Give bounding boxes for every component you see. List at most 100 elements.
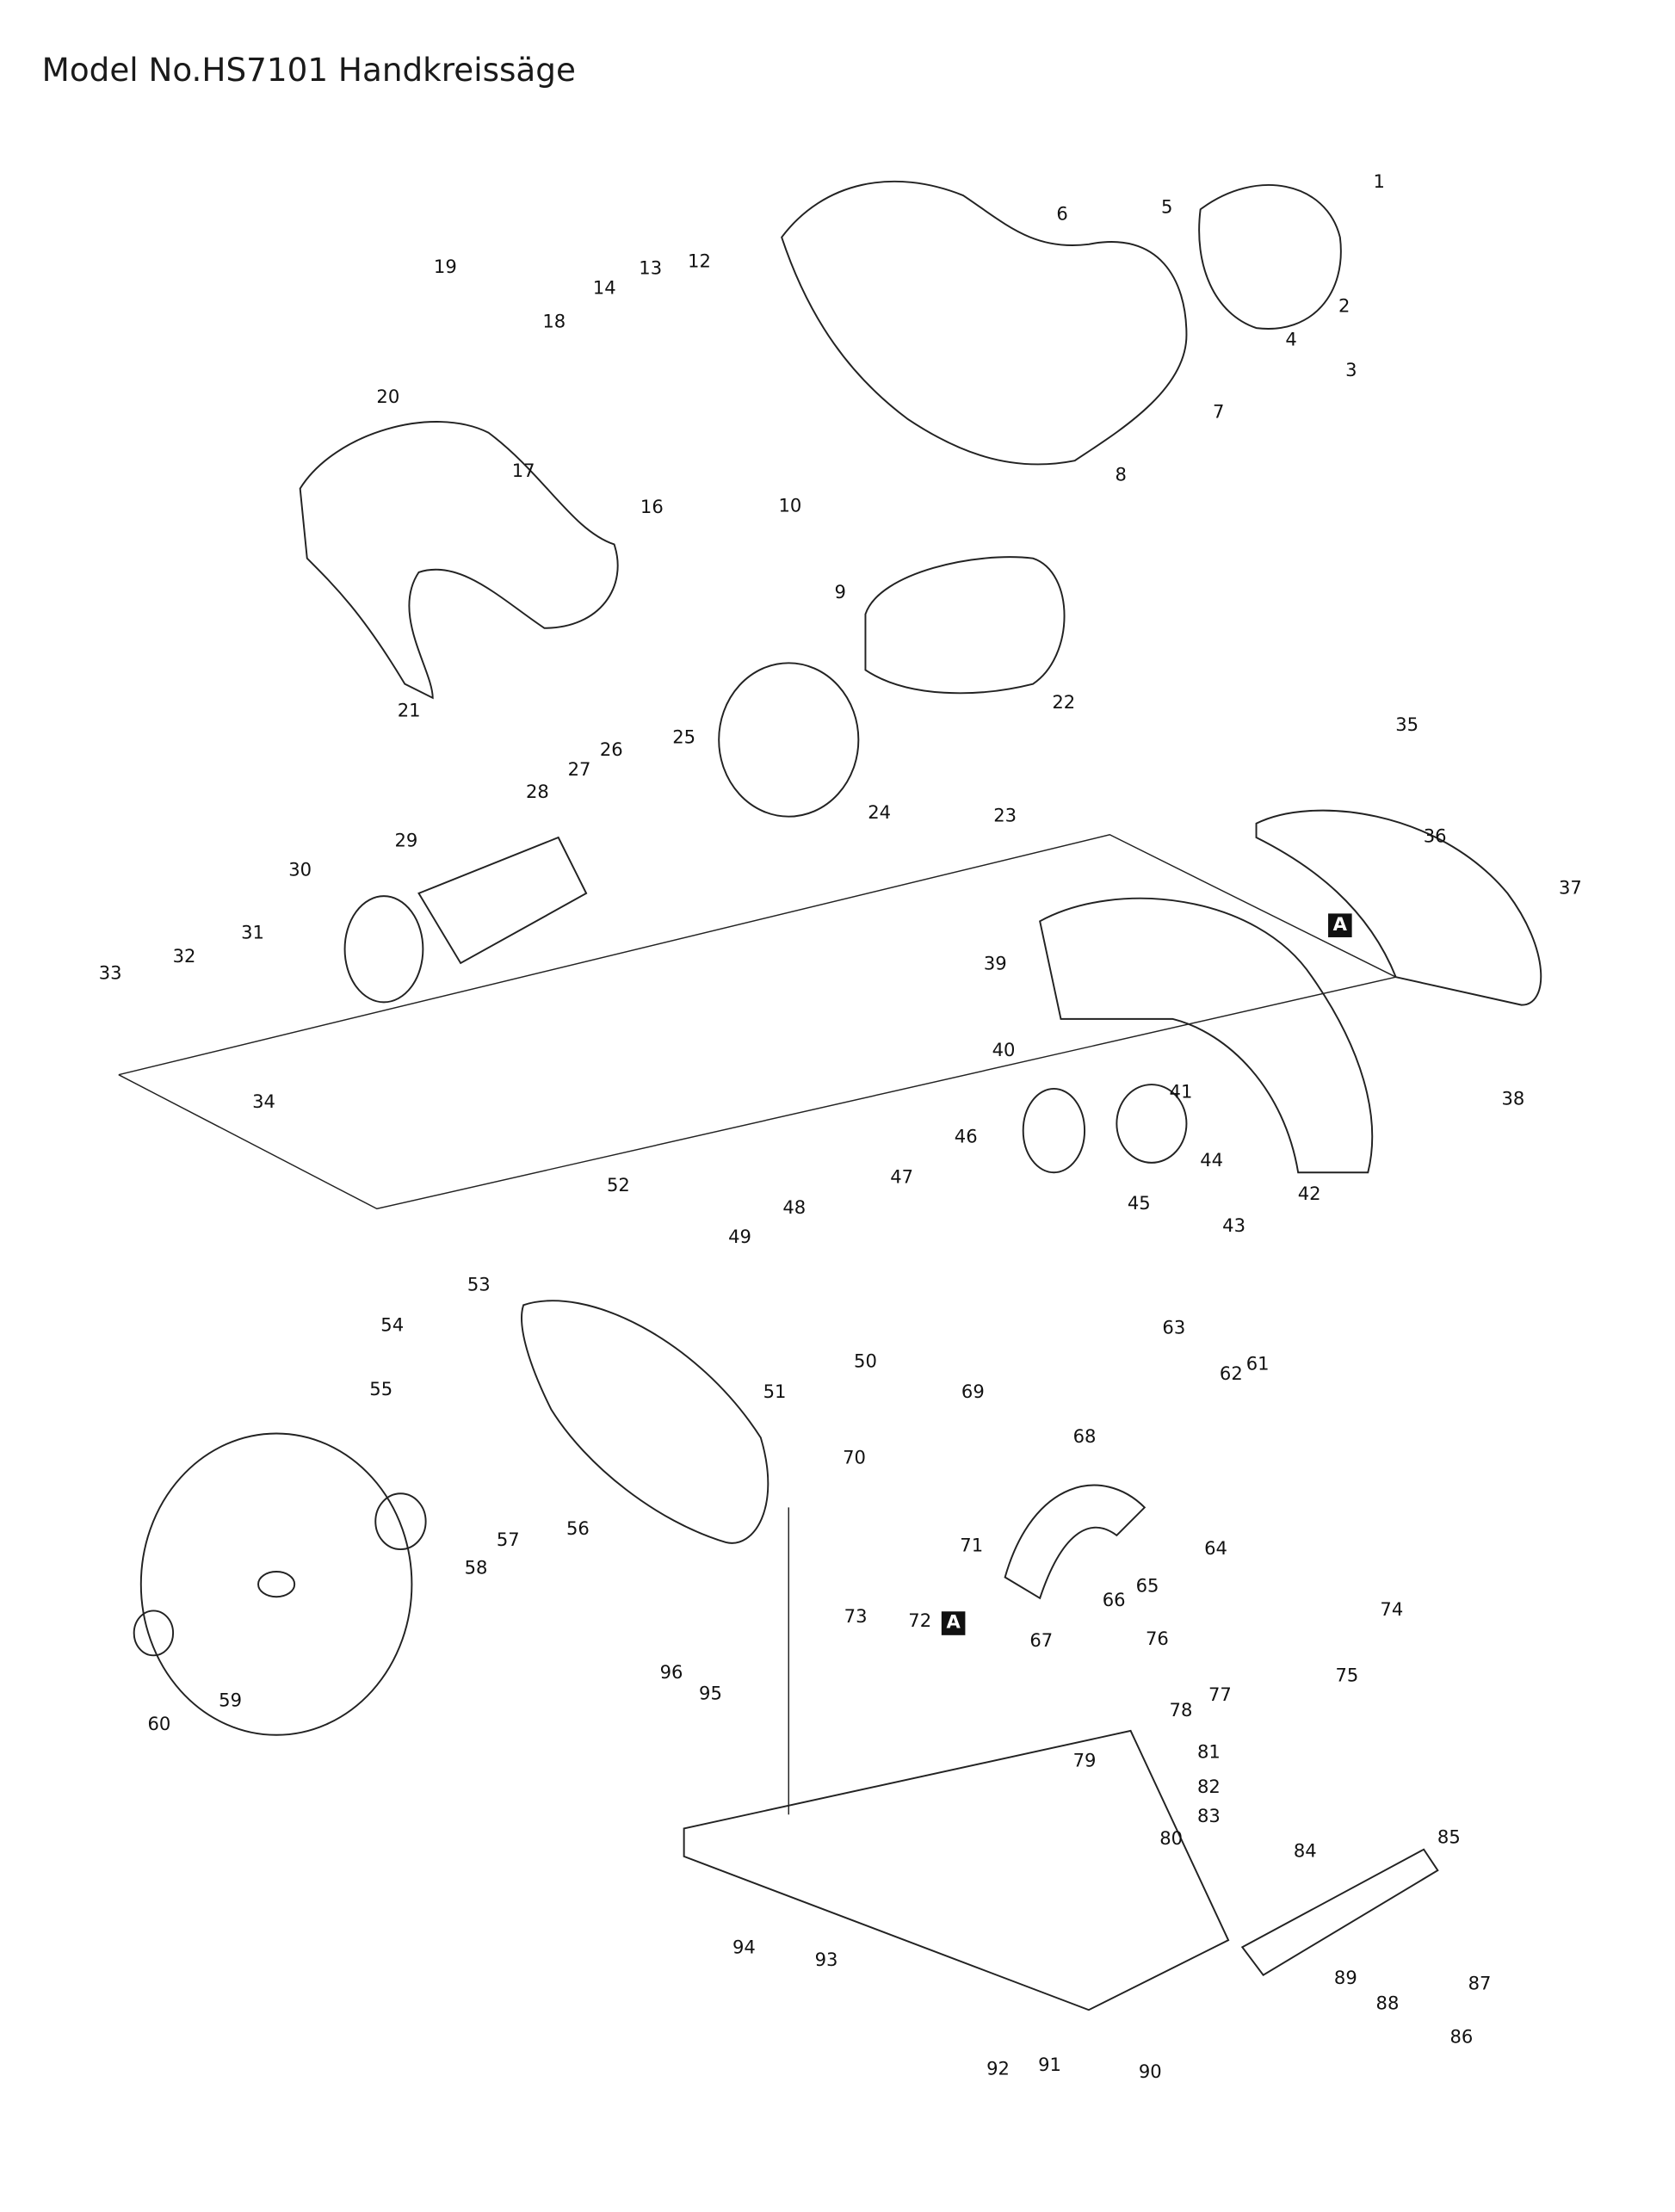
part-number-label: 43 [1222, 1216, 1245, 1238]
part-number-label: 28 [525, 782, 549, 804]
handle [299, 421, 619, 700]
part-number-label: 1 [1373, 172, 1385, 194]
part-number-label: 42 [1297, 1184, 1321, 1206]
part-number-label: 88 [1375, 1993, 1400, 2015]
part-number-label: 30 [288, 860, 312, 882]
part-number-label: 62 [1219, 1364, 1243, 1386]
part-number-label: 79 [1072, 1751, 1097, 1772]
part-number-label: 33 [98, 963, 122, 986]
part-number-label: 35 [1395, 715, 1419, 737]
part-number-label: 3 [1345, 361, 1357, 382]
part-number-label: 16 [640, 497, 664, 519]
part-number-label: 2 [1338, 296, 1351, 318]
base-plate [683, 1729, 1230, 2011]
part-number-label: 7 [1213, 402, 1225, 424]
part-number-label: 60 [147, 1715, 171, 1736]
part-number-label: 69 [961, 1382, 985, 1404]
reference-mark-a: A [1328, 913, 1352, 937]
part-number-label: 34 [252, 1091, 275, 1114]
part-number-label: 85 [1437, 1827, 1461, 1849]
part-number-label: 87 [1468, 1974, 1492, 1996]
reference-mark-a: A [941, 1611, 966, 1635]
part-number-label: 81 [1196, 1742, 1221, 1764]
part-number-label: 89 [1333, 1968, 1357, 1990]
part-number-label: 27 [567, 760, 591, 782]
part-number-label: 93 [814, 1950, 838, 1972]
depth-guide [1004, 1484, 1147, 1600]
part-number-label: 70 [843, 1448, 866, 1469]
part-number-label: 19 [433, 257, 457, 279]
part-number-label: 71 [960, 1535, 984, 1558]
part-number-label: 63 [1162, 1318, 1186, 1340]
part-number-label: 40 [992, 1040, 1016, 1062]
part-number-label: 4 [1285, 330, 1297, 351]
part-number-label: 48 [782, 1198, 807, 1220]
part-number-label: 73 [844, 1607, 868, 1628]
assembly-frame-motor-lower [118, 976, 1396, 1210]
part-number-label: 46 [954, 1127, 978, 1148]
part-number-label: 10 [778, 496, 802, 517]
field-coil [864, 556, 1066, 695]
part-number-label: 50 [854, 1351, 877, 1373]
part-number-label: 44 [1200, 1151, 1224, 1172]
part-number-label: 90 [1138, 2062, 1162, 2084]
part-number-label: 59 [219, 1690, 242, 1713]
rip-fence [1240, 1848, 1439, 1976]
part-number-label: 67 [1029, 1630, 1054, 1653]
part-number-label: 13 [639, 258, 663, 281]
part-number-label: 9 [834, 583, 846, 604]
safety-cover [1255, 809, 1542, 1006]
part-number-label: 83 [1196, 1807, 1221, 1828]
part-number-label: 82 [1196, 1777, 1221, 1799]
part-number-label: 75 [1335, 1665, 1359, 1687]
part-number-label: 53 [467, 1275, 491, 1296]
part-number-label: 94 [732, 1937, 756, 1960]
part-number-label: 49 [728, 1227, 751, 1249]
part-number-label: 52 [606, 1176, 630, 1197]
part-number-label: 54 [380, 1315, 405, 1337]
part-number-label: 65 [1135, 1576, 1159, 1598]
assembly-frame-motor [118, 834, 1397, 1076]
part-number-label: 31 [241, 923, 264, 945]
part-number-label: 26 [599, 740, 623, 762]
part-number-label: 95 [699, 1684, 722, 1705]
part-number-label: 80 [1159, 1829, 1184, 1851]
part-number-label: 17 [511, 460, 535, 483]
part-number-label: 12 [688, 251, 711, 274]
outer-flange [133, 1610, 175, 1657]
part-number-label: 64 [1204, 1538, 1227, 1560]
part-number-label: 36 [1423, 826, 1447, 849]
inner-flange [374, 1492, 427, 1551]
gear-housing-ring [1116, 1084, 1188, 1164]
part-number-label: 72 [908, 1611, 932, 1633]
fan-baffle [718, 662, 860, 818]
page-title: Model No.HS7101 Handkreissäge [41, 53, 576, 90]
gear [1022, 1087, 1086, 1174]
part-number-label: 68 [1072, 1427, 1097, 1449]
part-number-label: 51 [763, 1382, 787, 1404]
part-number-label: 86 [1449, 2027, 1474, 2048]
part-number-label: 8 [1115, 465, 1127, 487]
part-number-label: 45 [1127, 1194, 1151, 1215]
part-number-label: 6 [1056, 204, 1068, 226]
part-number-label: 41 [1169, 1082, 1193, 1103]
part-number-label: 23 [993, 806, 1017, 827]
part-number-label: 78 [1169, 1701, 1193, 1722]
part-number-label: 61 [1245, 1354, 1270, 1376]
part-number-label: 39 [983, 954, 1007, 975]
part-number-label: 74 [1380, 1600, 1404, 1622]
part-number-label: 55 [369, 1380, 393, 1401]
part-number-label: 47 [890, 1167, 914, 1189]
part-number-label: 24 [868, 803, 892, 825]
part-number-label: 37 [1558, 878, 1582, 900]
part-number-label: 57 [496, 1530, 520, 1552]
part-number-label: 92 [986, 2059, 1010, 2081]
part-number-label: 5 [1161, 197, 1173, 219]
part-number-label: 84 [1293, 1841, 1317, 1863]
armature-core [417, 836, 588, 965]
blade-guard [1039, 897, 1374, 1174]
lower-guard [521, 1300, 770, 1544]
part-number-label: 25 [672, 727, 696, 750]
